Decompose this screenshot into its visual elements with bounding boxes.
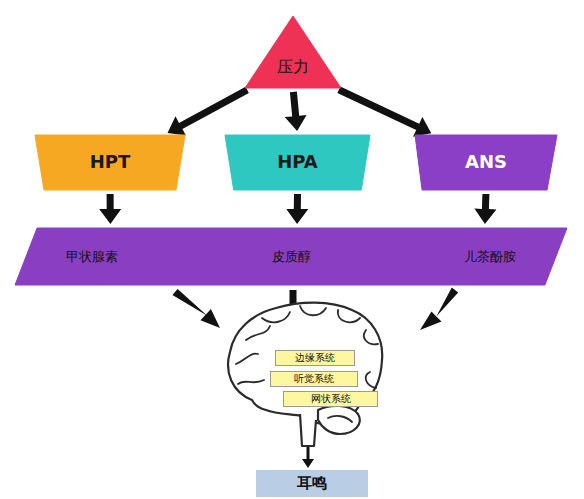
node-label: 甲状腺素 <box>66 249 118 264</box>
flow-arrow <box>285 92 307 131</box>
axis-trapezoid: HPA <box>225 135 370 190</box>
gyrus-line <box>338 310 360 322</box>
arrow-shape <box>168 87 249 136</box>
flow-arrow <box>99 194 121 224</box>
brain-outline <box>228 303 382 446</box>
node-outline <box>271 372 358 387</box>
node-outline <box>35 135 185 190</box>
arrow-shape <box>286 194 308 224</box>
flow-arrow <box>172 289 220 328</box>
node-label: 儿茶酚胺 <box>464 249 516 264</box>
brain-gyri <box>236 306 378 422</box>
node-outline <box>276 351 355 366</box>
flow-arrows <box>172 288 458 469</box>
flow-arrow <box>474 194 496 224</box>
flow-arrow <box>286 194 308 224</box>
arrow-shape <box>99 194 121 224</box>
node-label: 耳鸣 <box>297 475 327 492</box>
axis-trapezoid: HPT <box>35 135 185 190</box>
node-outline <box>257 471 368 497</box>
node-label: 听觉系统 <box>294 373 334 385</box>
node-outline <box>15 228 567 285</box>
node-label: 皮质醇 <box>272 249 311 264</box>
node-label: ANS <box>465 152 507 173</box>
gyrus-line <box>238 380 264 384</box>
gyrus-line <box>246 326 270 340</box>
node-label: 边缘系统 <box>295 352 335 364</box>
node-label: 压力 <box>277 58 309 76</box>
node-label: 网状系统 <box>311 393 351 405</box>
flow-arrow <box>420 288 458 331</box>
node-outline <box>415 135 557 190</box>
node-label: HPT <box>90 152 131 173</box>
cerebellum-fold <box>328 416 352 422</box>
node-outline <box>245 16 341 88</box>
flow-arrow <box>168 87 249 136</box>
gyrus-line <box>300 306 326 315</box>
stress-triangle: 压力 <box>245 16 341 88</box>
arrow-shape <box>337 87 431 137</box>
cerebellum <box>318 406 360 434</box>
node-outline <box>284 392 378 407</box>
gyrus-line <box>366 372 376 388</box>
outcome-box: 耳鸣 <box>256 470 368 497</box>
node-shape <box>245 16 341 88</box>
flow-arrow <box>302 447 314 468</box>
flow-arrow <box>337 87 431 137</box>
cerebrum <box>228 303 382 424</box>
node-label: HPA <box>277 152 318 173</box>
brain-region-box: 网状系统 <box>283 391 378 407</box>
brain-stem <box>300 414 316 446</box>
arrow-shape <box>285 92 307 131</box>
brain-region-box: 听觉系统 <box>270 371 358 387</box>
node-outline <box>225 135 370 190</box>
brain-region-box: 边缘系统 <box>275 350 355 366</box>
gyrus-line <box>364 330 378 344</box>
hormone-band: 甲状腺素 皮质醇 儿茶酚胺 <box>15 228 567 285</box>
gyrus-line <box>236 354 258 364</box>
axis-trapezoid: ANS <box>415 135 557 190</box>
gyrus-line <box>262 312 290 322</box>
arrow-shape <box>474 194 496 224</box>
